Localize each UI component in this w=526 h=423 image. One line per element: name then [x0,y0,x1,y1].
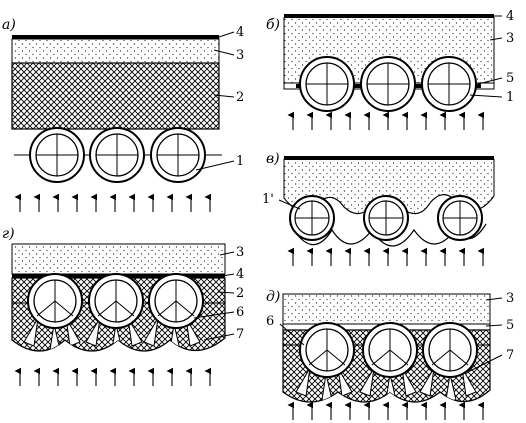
pipe-b3 [421,56,477,112]
panel-d: г) [2,226,244,386]
callout-d-6: 6 [236,305,244,320]
callout-a-1: 1 [236,154,244,169]
callout-b-5: 5 [506,71,514,86]
callout-b-4: 4 [506,9,514,24]
panel-a: а) 4 3 2 1 [2,17,244,212]
arrows-e [287,401,485,420]
callout-e-7: 7 [506,348,514,363]
arrows-a [14,193,212,212]
callout-e-5: 5 [506,318,514,333]
layer-sand-e [282,293,491,325]
pipe-c1 [289,195,335,241]
pipe-e3 [422,322,478,378]
pipe-d2 [88,273,144,329]
callout-b-3: 3 [506,31,514,46]
callout-d-2: 2 [236,286,244,301]
arrows-b [287,111,485,130]
callout-e-6: 6 [266,314,274,329]
panel-label-d: г) [2,226,15,242]
layer-sand-d [11,243,226,275]
pipe-e2 [362,322,418,378]
layer-mesh-a [11,62,220,130]
pipe-d1 [27,273,83,329]
callout-d-7: 7 [236,327,244,342]
pipe-b2 [360,56,416,112]
pipe-d3 [148,273,204,329]
pipe-a3 [150,127,206,183]
callout-e-3: 3 [506,291,514,306]
pipe-c3 [437,195,483,241]
callout-d-3: 3 [236,245,244,260]
callout-d-4: 4 [236,267,244,282]
pipe-e1 [299,322,355,378]
callout-c-1prime: 1' [262,192,274,207]
callout-b-1: 1 [506,90,514,105]
panel-b: б) [266,9,514,130]
layer-membrane-a [12,35,219,39]
arrows-c [287,247,485,266]
layer-sand-a [11,38,220,64]
callout-a-3: 3 [236,48,244,63]
panel-label-e: д) [266,289,280,305]
panel-e: д) [266,289,514,420]
callout-a-2: 2 [236,90,244,105]
pipe-a2 [89,127,145,183]
arrows-d [14,367,212,386]
pipe-c2 [363,195,409,241]
panel-label-c: в) [266,151,280,167]
panel-c: в) 1' [262,151,495,266]
callout-a-4: 4 [236,25,244,40]
pipe-a1 [29,127,85,183]
pipe-b1 [299,56,355,112]
panel-label-a: а) [2,17,16,33]
panel-label-b: б) [266,17,280,33]
